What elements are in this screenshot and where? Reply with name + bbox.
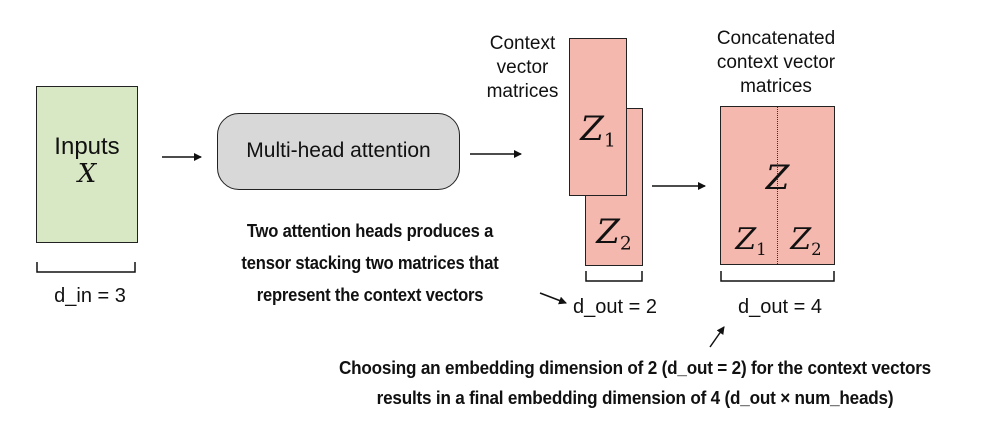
inputs-label: Inputs <box>54 133 120 160</box>
bracket-d-in <box>36 262 136 273</box>
embedding-note: Choosing an embedding dimension of 2 (d_… <box>338 358 931 408</box>
context-matrices-label: Context vector matrices <box>486 33 559 102</box>
multi-head-attention-label: Multi-head attention <box>246 139 431 162</box>
heads-note: Two attention heads produces a tensor st… <box>241 221 499 305</box>
d-in-label: d_in = 3 <box>54 285 126 307</box>
arrow-note-to-d-out-2 <box>539 292 567 305</box>
inputs-symbol: X <box>77 159 97 189</box>
concat-z1-symbol: Z1 <box>735 222 767 259</box>
z1-matrix: Z1 <box>569 38 627 196</box>
concatenated-label: Concatenated context vector matrices <box>716 28 836 97</box>
z1-symbol: Z1 <box>580 109 616 152</box>
z2-symbol: Z2 <box>596 212 632 255</box>
inputs-box: Inputs X <box>36 86 138 243</box>
bracket-d-out-4 <box>720 271 835 282</box>
d-out-4-label: d_out = 4 <box>738 296 822 318</box>
concat-z2-symbol: Z2 <box>790 222 822 259</box>
concat-divider <box>777 107 778 264</box>
d-out-2-label: d_out = 2 <box>573 296 657 318</box>
concatenated-matrix: Z Z1 Z2 <box>720 106 835 265</box>
multi-head-attention-box: Multi-head attention <box>217 113 460 190</box>
concat-z-symbol: Z <box>765 158 790 198</box>
bracket-d-out-2 <box>585 271 643 282</box>
arrow-note-to-d-out-4 <box>709 326 725 348</box>
